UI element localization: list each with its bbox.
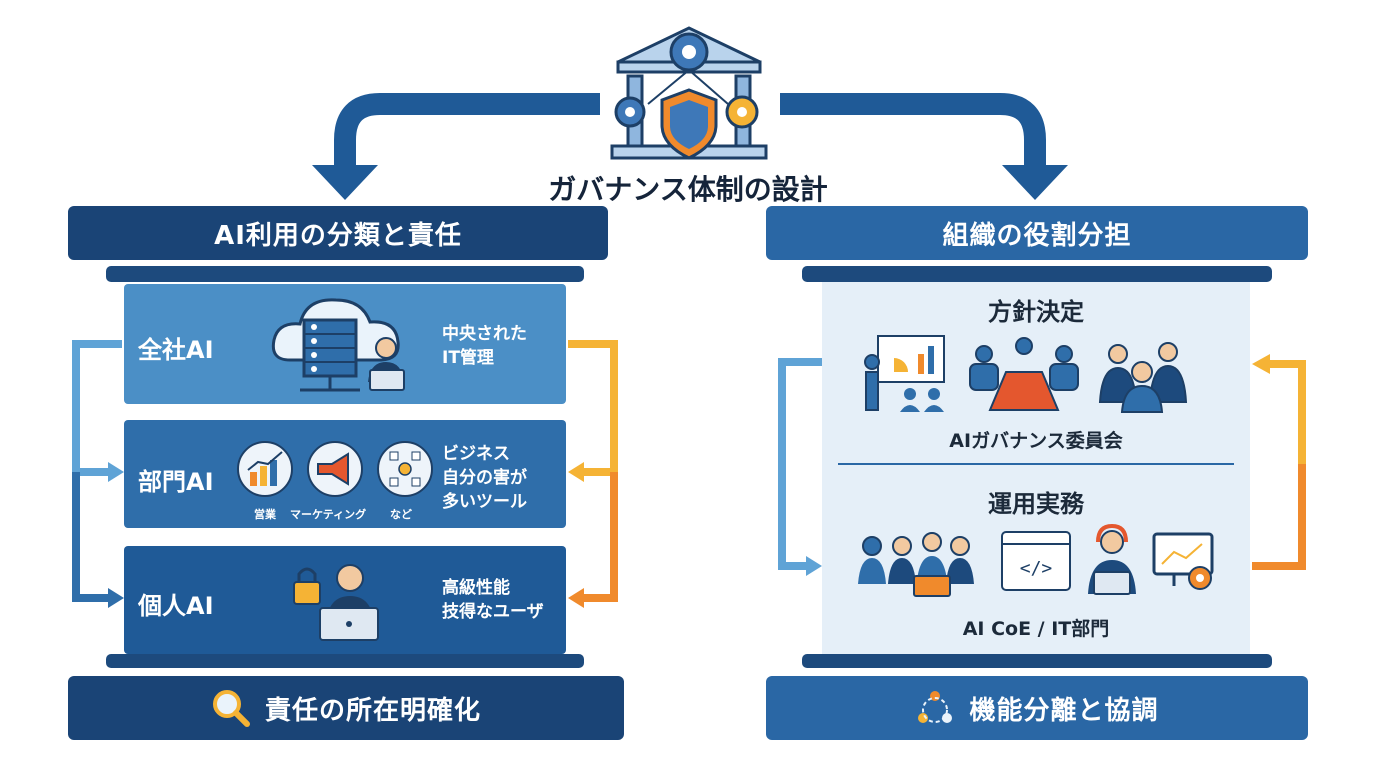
caption-marketing: マーケティング: [290, 508, 367, 521]
tier-department-ai-desc: ビジネス自分の害が多いツール: [442, 444, 527, 512]
left-header: AI利用の分類と責任: [68, 206, 608, 260]
left-top-rail: [106, 266, 584, 282]
left-footer-label: 責任の所在明確化: [264, 695, 481, 726]
coe-caption: AI CoE / IT部門: [962, 618, 1110, 640]
search-icon: [212, 690, 250, 727]
sales-chart-icon: [237, 441, 293, 497]
network-icon: [377, 441, 433, 497]
left-footer: 責任の所在明確化: [68, 676, 624, 740]
meeting-table-icon: [969, 337, 1079, 411]
right-top-rail: [802, 266, 1272, 282]
policy-title: 方針決定: [988, 298, 1084, 326]
right-header: 組織の役割分担: [766, 206, 1308, 260]
section-divider: [838, 463, 1234, 465]
policy-icons: [864, 335, 1188, 413]
right-bottom-rail: [802, 654, 1272, 668]
presentation-icon: [864, 335, 945, 412]
governance-building-icon: [610, 26, 768, 160]
caption-etc: など: [390, 508, 412, 521]
megaphone-icon: [307, 441, 363, 497]
headset-operator-icon: [1088, 523, 1136, 595]
right-footer-label: 機能分離と協調: [969, 695, 1159, 726]
tier-department-ai-label: 部門AI: [138, 468, 214, 496]
personal-user-icon: [293, 564, 379, 641]
left-bottom-rail: [106, 654, 584, 668]
page-title: ガバナンス体制の設計: [548, 173, 828, 206]
right-footer: 機能分離と協調: [766, 676, 1308, 740]
executives-icon: [1098, 342, 1188, 413]
team-cycle-icon: [918, 691, 953, 723]
code-window-icon: </>: [1001, 531, 1071, 591]
lock-icon: [293, 567, 321, 605]
operations-icons: </>: [858, 523, 1214, 597]
operations-title: 運用実務: [988, 490, 1084, 518]
tier-company-ai-label: 全社AI: [138, 336, 214, 364]
department-icons: [237, 441, 433, 497]
cloud-server-icon: [271, 298, 405, 392]
team-icon: [858, 532, 974, 597]
committee-caption: AIガバナンス委員会: [949, 430, 1123, 452]
tier-personal-ai-label: 個人AI: [138, 592, 214, 620]
caption-sales: 営業: [254, 508, 276, 521]
tier-personal-ai-desc: 高級性能技得なユーザ: [442, 578, 544, 622]
svg-text:</>: </>: [1020, 558, 1053, 579]
monitor-gear-icon: [1152, 532, 1214, 590]
